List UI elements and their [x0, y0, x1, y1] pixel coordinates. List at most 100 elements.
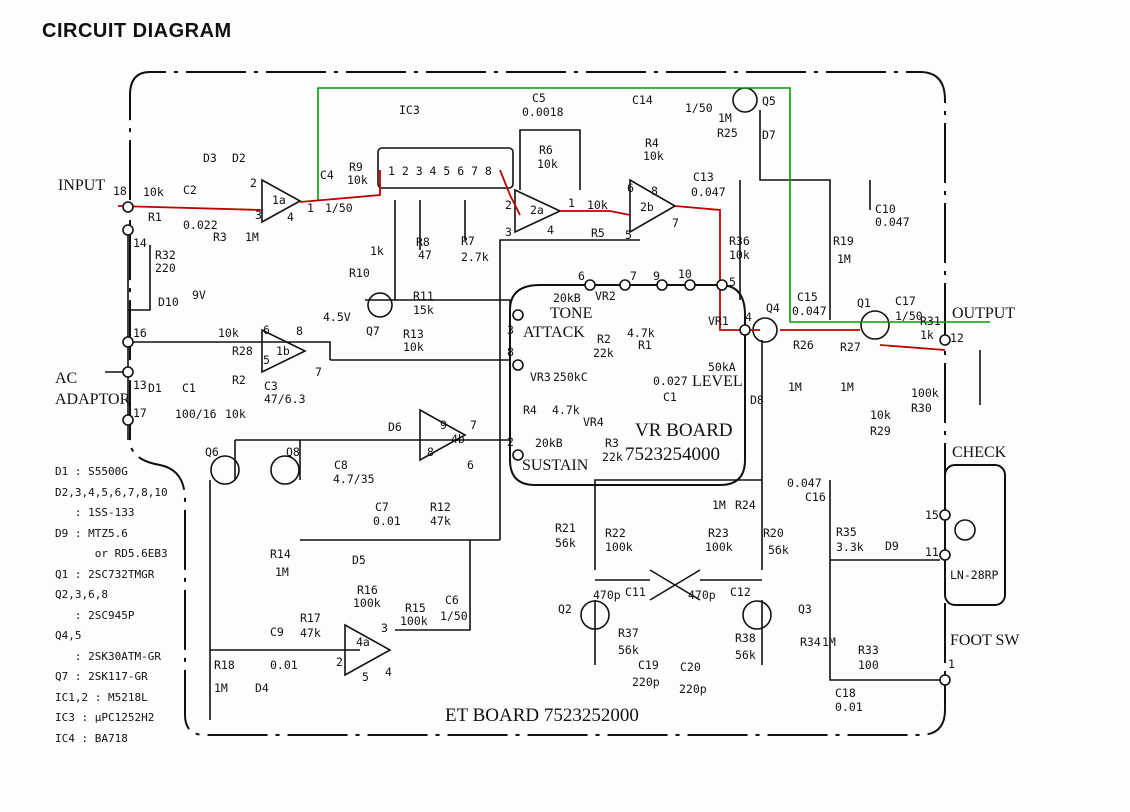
label-vr_r2: R2 [597, 332, 611, 346]
label-p4b8: 8 [427, 445, 434, 459]
label-vr_r4: R4 [523, 403, 537, 417]
label-r14v: 1M [275, 565, 289, 579]
label-vr4: VR4 [583, 415, 604, 429]
label-q1: Q1 [857, 296, 871, 310]
legend-line: : 1SS-133 [55, 506, 135, 519]
q2-transistor [580, 600, 610, 630]
label-c2v: 0.022 [183, 218, 218, 232]
label-v6: 6 [578, 269, 585, 283]
label-r34v: 1M [822, 635, 836, 649]
label-d4: D4 [255, 681, 269, 695]
legend-line: IC4 : BA718 [55, 731, 128, 745]
label-r31: R31 [920, 314, 941, 328]
label-c4: C4 [320, 168, 334, 182]
label-r20v: 56k [768, 543, 789, 557]
label-v10: 10 [678, 267, 692, 281]
label-c15v: 0.047 [792, 304, 827, 318]
terminal-12 [939, 334, 951, 346]
vr-board-outline [509, 284, 746, 486]
label-c15: C15 [797, 290, 818, 304]
label-p2a3: 3 [505, 225, 512, 239]
legend-line: D2,3,4,5,6,7,8,10 [55, 485, 168, 499]
label-c8v: 4.7/35 [333, 472, 375, 486]
label-r19: R19 [833, 234, 854, 248]
label-ic2a: 2a [530, 203, 544, 217]
legend-line: : 2SK30ATM-GR [55, 649, 161, 663]
adaptor-label: ADAPTOR [55, 391, 131, 408]
label-r10v: 1k [370, 244, 384, 258]
label-c5v: 0.0018 [522, 105, 564, 119]
level-label: LEVEL [692, 373, 743, 390]
label-r29v: 10k [870, 408, 891, 422]
label-r13v: 10k [403, 340, 424, 354]
label-r35v: 3.3k [836, 540, 864, 554]
attack-label: ATTACK [523, 324, 585, 341]
label-vr3v: 250kC [553, 370, 588, 384]
label-p4b7: 7 [470, 418, 477, 432]
label-c12: C12 [730, 585, 751, 599]
legend-line: Q7 : 2SK117-GR [55, 670, 148, 683]
label-r17: R17 [300, 611, 321, 625]
label-c18: C18 [835, 686, 856, 700]
label-r19v: 1M [837, 252, 851, 266]
label-q7: Q7 [366, 324, 380, 338]
et-board-label: ET BOARD 7523252000 [445, 705, 639, 726]
label-v45: 4.5V [323, 310, 351, 324]
label-c16v: 0.047 [787, 476, 822, 490]
label-d8: D8 [750, 393, 764, 407]
vr-board-number: 7523254000 [625, 444, 720, 465]
legend-line: IC3 : µPC1252H2 [55, 711, 155, 724]
label-pin18: 18 [113, 184, 127, 198]
label-r25: R25 [717, 126, 738, 140]
label-r17v: 47k [300, 626, 321, 640]
label-vr_r1v: 4.7k [627, 326, 655, 340]
terminal-16 [122, 336, 134, 348]
label-r21: R21 [555, 521, 576, 535]
input-label: INPUT [58, 177, 106, 194]
label-r31v: 1k [920, 328, 934, 342]
label-p2a2: 2 [505, 198, 512, 212]
label-c16: C16 [805, 490, 826, 504]
label-q4: Q4 [766, 301, 780, 315]
label-ic3: IC3 [399, 103, 420, 117]
terminal-18 [122, 201, 134, 213]
label-c19: C19 [638, 658, 659, 672]
label-c10v: 0.047 [875, 215, 910, 229]
label-r38v: 56k [735, 648, 756, 662]
label-pin17: 17 [133, 406, 147, 420]
label-pin16: 16 [133, 326, 147, 340]
label-p1a3: 3 [255, 208, 262, 222]
label-d7: D7 [762, 128, 776, 142]
legend-line: Q4,5 [55, 629, 82, 642]
legend-line: D9 : MTZ5.6 [55, 526, 128, 540]
label-c7v: 0.01 [373, 514, 401, 528]
foot-switch-label: FOOT SW [950, 632, 1020, 649]
legend-line: Q2,3,6,8 [55, 588, 108, 601]
label-r6v: 10k [537, 157, 558, 171]
label-vr_c1v: 0.027 [653, 374, 688, 388]
label-d6: D6 [388, 420, 402, 434]
label-c9v: 0.01 [270, 658, 298, 672]
label-p4b6: 6 [467, 458, 474, 472]
label-p2b7: 7 [672, 216, 679, 230]
label-r13: R13 [403, 327, 424, 341]
label-r33: R33 [858, 643, 879, 657]
label-r26: R26 [793, 338, 814, 352]
label-c14: C14 [632, 93, 653, 107]
label-r10: R10 [349, 266, 370, 280]
label-d10: D10 [158, 295, 179, 309]
label-q3: Q3 [798, 602, 812, 616]
label-q5: Q5 [762, 94, 776, 108]
label-vr_r1: R1 [638, 338, 652, 352]
label-q2: Q2 [558, 602, 572, 616]
feedback-path [317, 87, 990, 323]
label-r35: R35 [836, 525, 857, 539]
label-r5v: 10k [587, 198, 608, 212]
label-c10: C10 [875, 202, 896, 216]
ic1b-opamp [261, 328, 307, 374]
label-p4a3: 3 [381, 621, 388, 635]
label-p4a5: 5 [362, 670, 369, 684]
label-vr2: VR2 [595, 289, 616, 303]
label-d2: D2 [232, 151, 246, 165]
label-r20: R20 [763, 526, 784, 540]
